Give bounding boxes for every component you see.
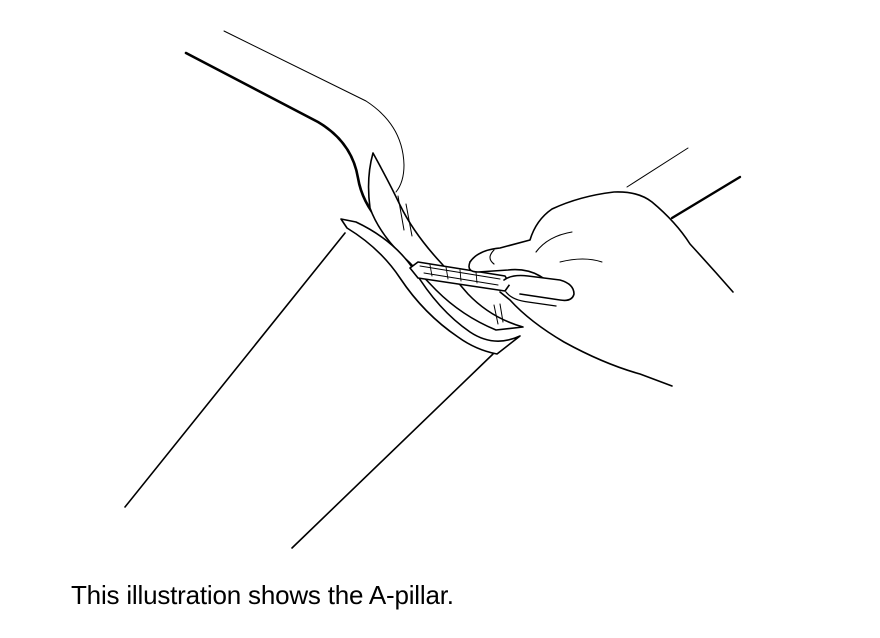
body-thin-line [626,147,689,188]
middle-finger [505,291,557,307]
hand-lower-outline [499,291,673,387]
palm-crease [559,258,603,263]
finger-tip-line [489,249,495,265]
body-thick-line [670,175,742,220]
door-front-edge [291,353,494,549]
knuckle-line [535,231,573,253]
pillar-trim-inner-edge [405,203,413,237]
roof-edge-line [184,51,382,224]
pillar-trim-inner-edge [397,195,405,231]
pillar-trim-panel [367,152,524,331]
hand-outline [469,191,734,293]
windshield-left-edge [124,232,346,508]
trim-tool-grip-mark [429,264,478,284]
illustration-caption: This illustration shows the A-pillar. [71,580,454,610]
index-finger [503,274,575,302]
molding-clip-detail [493,303,504,325]
roof-outer-contour [223,30,405,193]
